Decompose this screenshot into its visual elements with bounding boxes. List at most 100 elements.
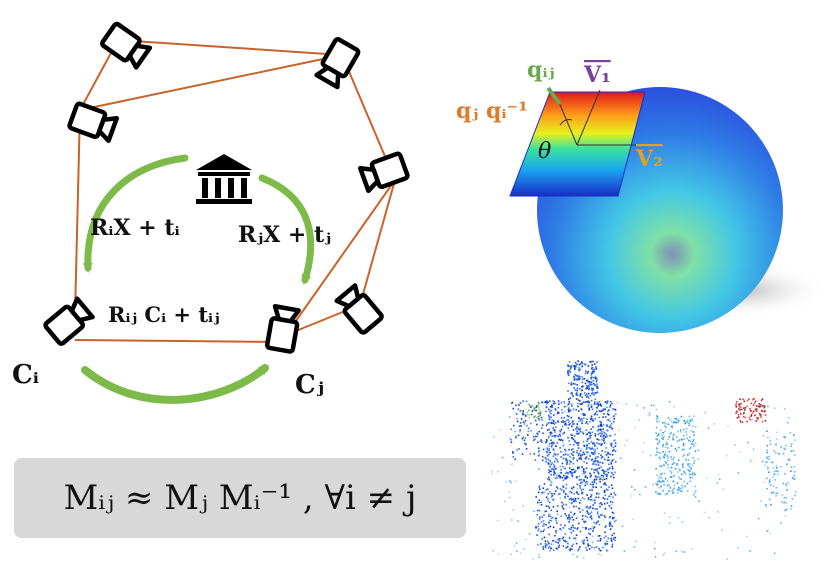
point <box>792 449 795 452</box>
point <box>658 492 660 495</box>
point <box>543 523 545 525</box>
point <box>555 434 557 437</box>
point <box>591 489 593 491</box>
point <box>565 515 568 517</box>
point <box>579 511 582 513</box>
point <box>590 487 593 490</box>
point <box>552 400 554 402</box>
point <box>572 462 575 465</box>
point <box>550 519 552 522</box>
point <box>575 378 578 381</box>
point <box>589 383 591 385</box>
point <box>602 434 605 437</box>
point <box>566 476 569 479</box>
point <box>551 492 553 495</box>
point <box>756 417 758 419</box>
point <box>689 436 691 438</box>
point <box>550 470 552 473</box>
point <box>612 512 615 514</box>
point <box>609 453 611 456</box>
point <box>526 411 529 414</box>
point <box>549 400 551 402</box>
point <box>515 542 518 544</box>
point <box>793 478 795 480</box>
point <box>586 536 588 539</box>
point <box>771 492 773 494</box>
point <box>790 443 793 445</box>
point <box>607 410 609 413</box>
point <box>744 416 747 419</box>
point <box>664 453 666 456</box>
point <box>652 483 654 486</box>
point <box>565 477 567 480</box>
point <box>554 477 557 479</box>
point <box>547 408 550 410</box>
point <box>749 550 751 552</box>
point <box>605 416 607 418</box>
point <box>600 474 603 477</box>
point <box>515 550 518 553</box>
point <box>571 436 573 439</box>
point <box>766 488 768 490</box>
point <box>561 505 564 507</box>
point <box>565 471 568 474</box>
point <box>549 443 551 445</box>
point <box>572 457 575 459</box>
point <box>590 499 593 501</box>
point <box>661 437 663 439</box>
point <box>568 400 570 403</box>
point <box>776 431 778 434</box>
point <box>596 508 598 510</box>
point <box>677 471 679 473</box>
point <box>683 480 686 483</box>
point <box>793 434 795 436</box>
point <box>574 373 576 376</box>
point <box>549 406 552 408</box>
point <box>603 498 606 500</box>
point <box>681 487 684 489</box>
point <box>568 548 571 551</box>
point <box>670 472 673 474</box>
point <box>785 496 787 499</box>
point <box>609 424 612 427</box>
point <box>591 442 594 445</box>
point <box>574 537 577 540</box>
point <box>750 413 753 416</box>
point <box>567 364 569 366</box>
point <box>580 361 583 363</box>
point <box>581 430 584 433</box>
point <box>761 460 764 463</box>
point <box>693 472 696 475</box>
point <box>566 546 569 548</box>
point <box>601 456 604 458</box>
point <box>602 477 605 480</box>
point <box>571 437 574 440</box>
point <box>593 526 596 528</box>
point <box>753 410 755 412</box>
point <box>778 470 780 473</box>
point <box>769 443 772 445</box>
point <box>605 474 608 476</box>
point <box>571 391 573 394</box>
point <box>556 455 558 457</box>
point <box>581 413 584 415</box>
point <box>614 433 616 436</box>
point <box>585 506 588 508</box>
point <box>590 406 593 408</box>
point <box>606 502 609 504</box>
point <box>554 429 556 431</box>
point <box>604 508 607 510</box>
point <box>567 516 570 519</box>
point <box>546 449 549 451</box>
point <box>706 477 708 479</box>
point <box>581 515 584 517</box>
point <box>560 456 562 458</box>
point <box>578 420 580 423</box>
point <box>782 452 785 455</box>
point <box>512 509 515 511</box>
point <box>612 446 615 449</box>
point <box>604 473 606 475</box>
point <box>561 477 564 479</box>
point <box>545 523 547 526</box>
point <box>592 388 594 390</box>
